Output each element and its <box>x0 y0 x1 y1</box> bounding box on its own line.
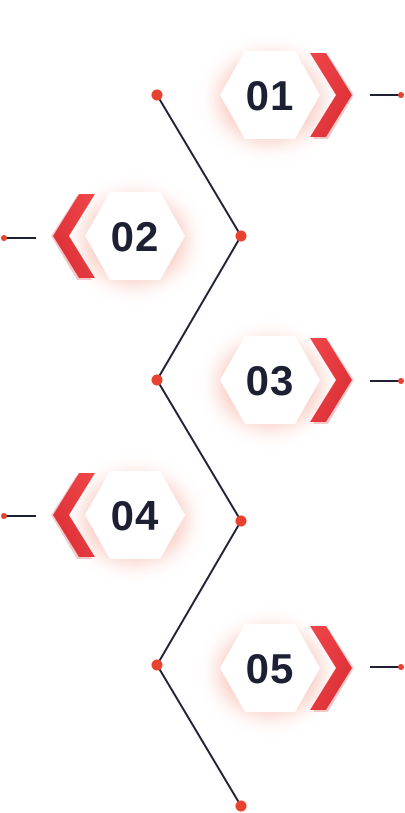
chevron-left-icon <box>53 473 95 557</box>
timeline-line <box>155 94 243 807</box>
hexagon-badge <box>220 624 320 712</box>
step-number: 03 <box>246 357 295 404</box>
connector-dot <box>1 235 7 241</box>
step-05: 05 <box>218 624 354 716</box>
connector-dot <box>1 513 7 519</box>
hexagon-badge <box>85 192 185 280</box>
hexagon-badge <box>85 471 185 559</box>
connector-dot <box>398 378 404 384</box>
connector-dot <box>398 664 404 670</box>
chevron-left-icon <box>53 194 95 278</box>
step-03: 03 <box>218 336 354 428</box>
chevron-right-icon <box>310 626 352 710</box>
chevron-right-icon <box>310 53 352 137</box>
timeline-node <box>235 230 247 242</box>
step-number: 02 <box>111 213 160 260</box>
step-04: 04 <box>51 471 187 563</box>
step-number: 05 <box>246 645 295 692</box>
timeline-node <box>151 89 163 101</box>
step-02: 02 <box>51 192 187 284</box>
timeline-node <box>235 800 247 812</box>
timeline-node <box>235 515 247 527</box>
timeline-node <box>151 659 163 671</box>
timeline-node <box>151 374 163 386</box>
step-number: 04 <box>111 492 160 539</box>
connector-dot <box>398 92 404 98</box>
step-01: 01 <box>218 51 354 143</box>
hexagon-badge <box>220 336 320 424</box>
hexagon-badge <box>220 51 320 139</box>
chevron-right-icon <box>310 338 352 422</box>
step-number: 01 <box>246 72 295 119</box>
